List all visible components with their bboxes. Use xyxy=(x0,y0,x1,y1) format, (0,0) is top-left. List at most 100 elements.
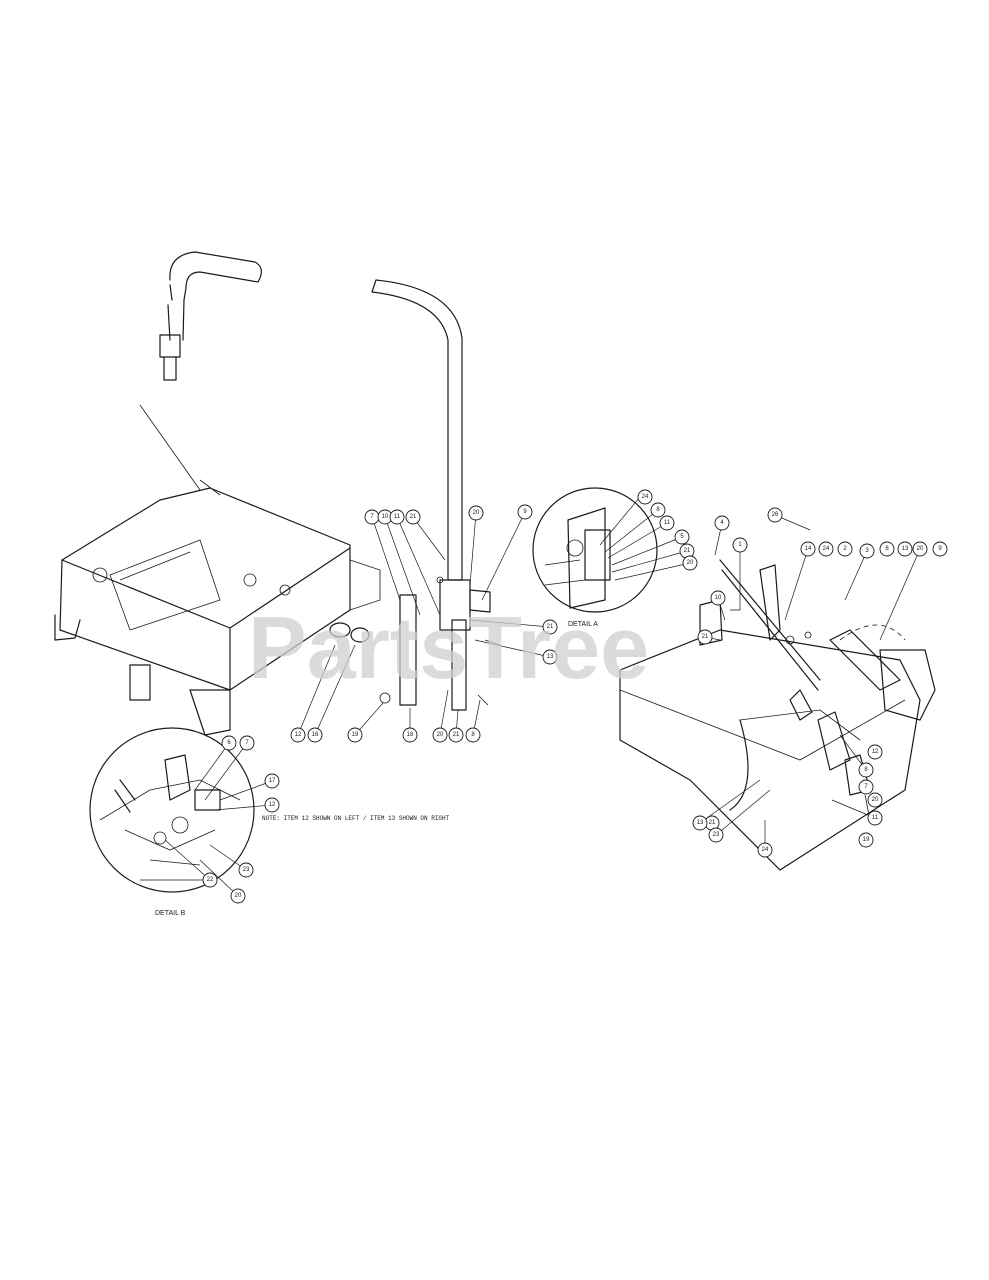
callout-number: 9 xyxy=(938,546,942,552)
callout-number: 20 xyxy=(473,510,480,516)
callout-number: 19 xyxy=(863,837,870,843)
callout-number: 17 xyxy=(269,778,276,784)
callout-number: 20 xyxy=(917,546,924,552)
detail-b-label: DETAIL B xyxy=(155,910,186,917)
callout-balloon: 4 xyxy=(714,515,730,531)
callout-number: 18 xyxy=(407,732,414,738)
callout-balloon: 7 xyxy=(858,779,874,795)
callout-number: 5 xyxy=(680,534,684,540)
callout-number: 23 xyxy=(713,832,720,838)
callout-balloon: 3 xyxy=(859,543,875,559)
callout-balloon: 7 xyxy=(239,735,255,751)
callout-number: 21 xyxy=(702,634,709,640)
callout-number: 24 xyxy=(642,494,649,500)
callout-number: 21 xyxy=(709,820,716,826)
callout-number: 8 xyxy=(864,767,868,773)
callout-number: 21 xyxy=(547,624,554,630)
callout-balloon: 20 xyxy=(682,555,698,571)
callout-number: 13 xyxy=(902,546,909,552)
callout-number: 8 xyxy=(471,732,475,738)
callout-balloon: 22 xyxy=(202,872,218,888)
center-handle-assembly xyxy=(329,279,501,711)
callout-balloon: 23 xyxy=(708,827,724,843)
callout-number: 20 xyxy=(235,893,242,899)
callout-number: 22 xyxy=(207,877,214,883)
callout-number: 4 xyxy=(720,520,724,526)
callout-number: 7 xyxy=(864,784,868,790)
callout-number: 10 xyxy=(382,514,389,520)
callout-balloon: 24 xyxy=(818,541,834,557)
callout-balloon: 11 xyxy=(389,509,405,525)
callout-number: 7 xyxy=(245,740,249,746)
callout-number: 7 xyxy=(370,514,374,520)
callout-balloon: 9 xyxy=(932,541,948,557)
callout-number: 20 xyxy=(872,797,879,803)
callout-balloon: 19 xyxy=(858,832,874,848)
callout-number: 11 xyxy=(394,514,401,520)
callout-number: 1 xyxy=(738,542,742,548)
callout-balloon: 20 xyxy=(230,888,246,904)
note-text: NOTE: ITEM 12 SHOWN ON LEFT / ITEM 13 SH… xyxy=(262,815,450,822)
callout-balloon: 23 xyxy=(238,862,254,878)
callout-balloon: 20 xyxy=(468,505,484,521)
callout-balloon: 21 xyxy=(405,509,421,525)
callout-balloon: 18 xyxy=(402,727,418,743)
callout-balloon: 19 xyxy=(347,727,363,743)
callout-balloon: 11 xyxy=(867,810,883,826)
callout-balloon: 12 xyxy=(867,744,883,760)
callout-balloon: 16 xyxy=(307,727,323,743)
callout-number: 3 xyxy=(865,548,869,554)
callout-balloon: 12 xyxy=(290,727,306,743)
callout-number: 13 xyxy=(547,654,554,660)
callout-balloon: 7 xyxy=(364,509,380,525)
left-frame-assembly xyxy=(54,251,381,736)
callout-balloon: 20 xyxy=(867,792,883,808)
callout-number: 24 xyxy=(823,546,830,552)
callout-balloon: 26 xyxy=(767,507,783,523)
callout-number: 16 xyxy=(312,732,319,738)
callout-balloon: 20 xyxy=(912,541,928,557)
callout-number: 20 xyxy=(437,732,444,738)
callout-balloon: 21 xyxy=(448,727,464,743)
watermark: PartsTree xyxy=(248,598,649,697)
callout-number: 13 xyxy=(697,820,704,826)
callout-number: 26 xyxy=(772,512,779,518)
callout-balloon: 13 xyxy=(542,649,558,665)
callout-number: 19 xyxy=(352,732,359,738)
right-frame-assembly xyxy=(619,559,936,871)
callout-number: 12 xyxy=(872,749,879,755)
callout-balloon: 1 xyxy=(732,537,748,553)
callout-balloon: 17 xyxy=(264,773,280,789)
callout-number: 23 xyxy=(243,867,250,873)
callout-balloon: 20 xyxy=(432,727,448,743)
callout-number: 24 xyxy=(762,847,769,853)
callout-number: 2 xyxy=(843,546,847,552)
callout-balloon: 6 xyxy=(221,735,237,751)
callout-balloon: 21 xyxy=(697,629,713,645)
callout-number: 12 xyxy=(295,732,302,738)
callout-balloon: 24 xyxy=(637,489,653,505)
callout-balloon: 13 xyxy=(692,815,708,831)
callout-balloon: 11 xyxy=(659,515,675,531)
callout-number: 8 xyxy=(885,546,889,552)
callout-balloon: 8 xyxy=(650,502,666,518)
callout-number: 21 xyxy=(453,732,460,738)
callout-balloon: 5 xyxy=(674,529,690,545)
callout-number: 11 xyxy=(664,520,671,526)
callout-balloon: 8 xyxy=(465,727,481,743)
callout-balloon: 12 xyxy=(264,797,280,813)
callout-number: 10 xyxy=(715,595,722,601)
detail-a: DETAIL A xyxy=(532,487,658,628)
callout-balloon: 13 xyxy=(897,541,913,557)
callout-balloon: 10 xyxy=(710,590,726,606)
callout-balloon: 21 xyxy=(542,619,558,635)
callout-number: 12 xyxy=(269,802,276,808)
detail-a-label: DETAIL A xyxy=(568,621,598,628)
callout-number: 6 xyxy=(227,740,231,746)
callout-balloon: 8 xyxy=(858,762,874,778)
callout-balloon: 24 xyxy=(757,842,773,858)
callout-number: 8 xyxy=(656,507,660,513)
detail-b: DETAIL B NOTE: ITEM 12 SHOWN ON LEFT / I… xyxy=(89,727,450,917)
